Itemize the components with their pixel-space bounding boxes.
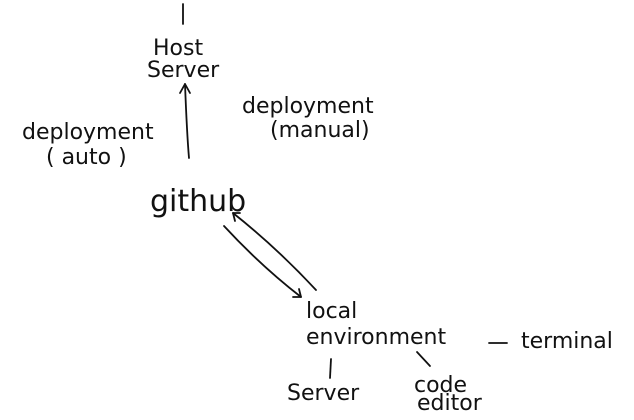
host-server-label-line1: Host — [153, 36, 203, 61]
server-label: Server — [287, 381, 360, 406]
terminal-label: terminal — [521, 329, 613, 354]
arrow-github-to-host — [179, 83, 191, 159]
line-local-to-server — [329, 358, 332, 379]
deployment-auto-label-line2: ( auto ) — [46, 145, 127, 170]
line-local-to-code-editor — [416, 351, 431, 367]
deployment-auto-label-line1: deployment — [22, 120, 154, 145]
code-editor-label-line1: code — [414, 373, 467, 398]
deployment-manual-label-line1: deployment — [242, 94, 374, 119]
local-environment-label-line1: local — [306, 299, 357, 324]
local-environment-label-line2: environment — [306, 325, 446, 350]
github-label: github — [150, 184, 246, 219]
arrow-github-to-local — [223, 225, 302, 298]
code-editor-label-line2: editor — [417, 391, 483, 416]
arrow-local-to-github — [232, 212, 317, 291]
host-server-label-line2: Server — [147, 58, 220, 83]
deployment-manual-label-line2: (manual) — [270, 118, 370, 143]
